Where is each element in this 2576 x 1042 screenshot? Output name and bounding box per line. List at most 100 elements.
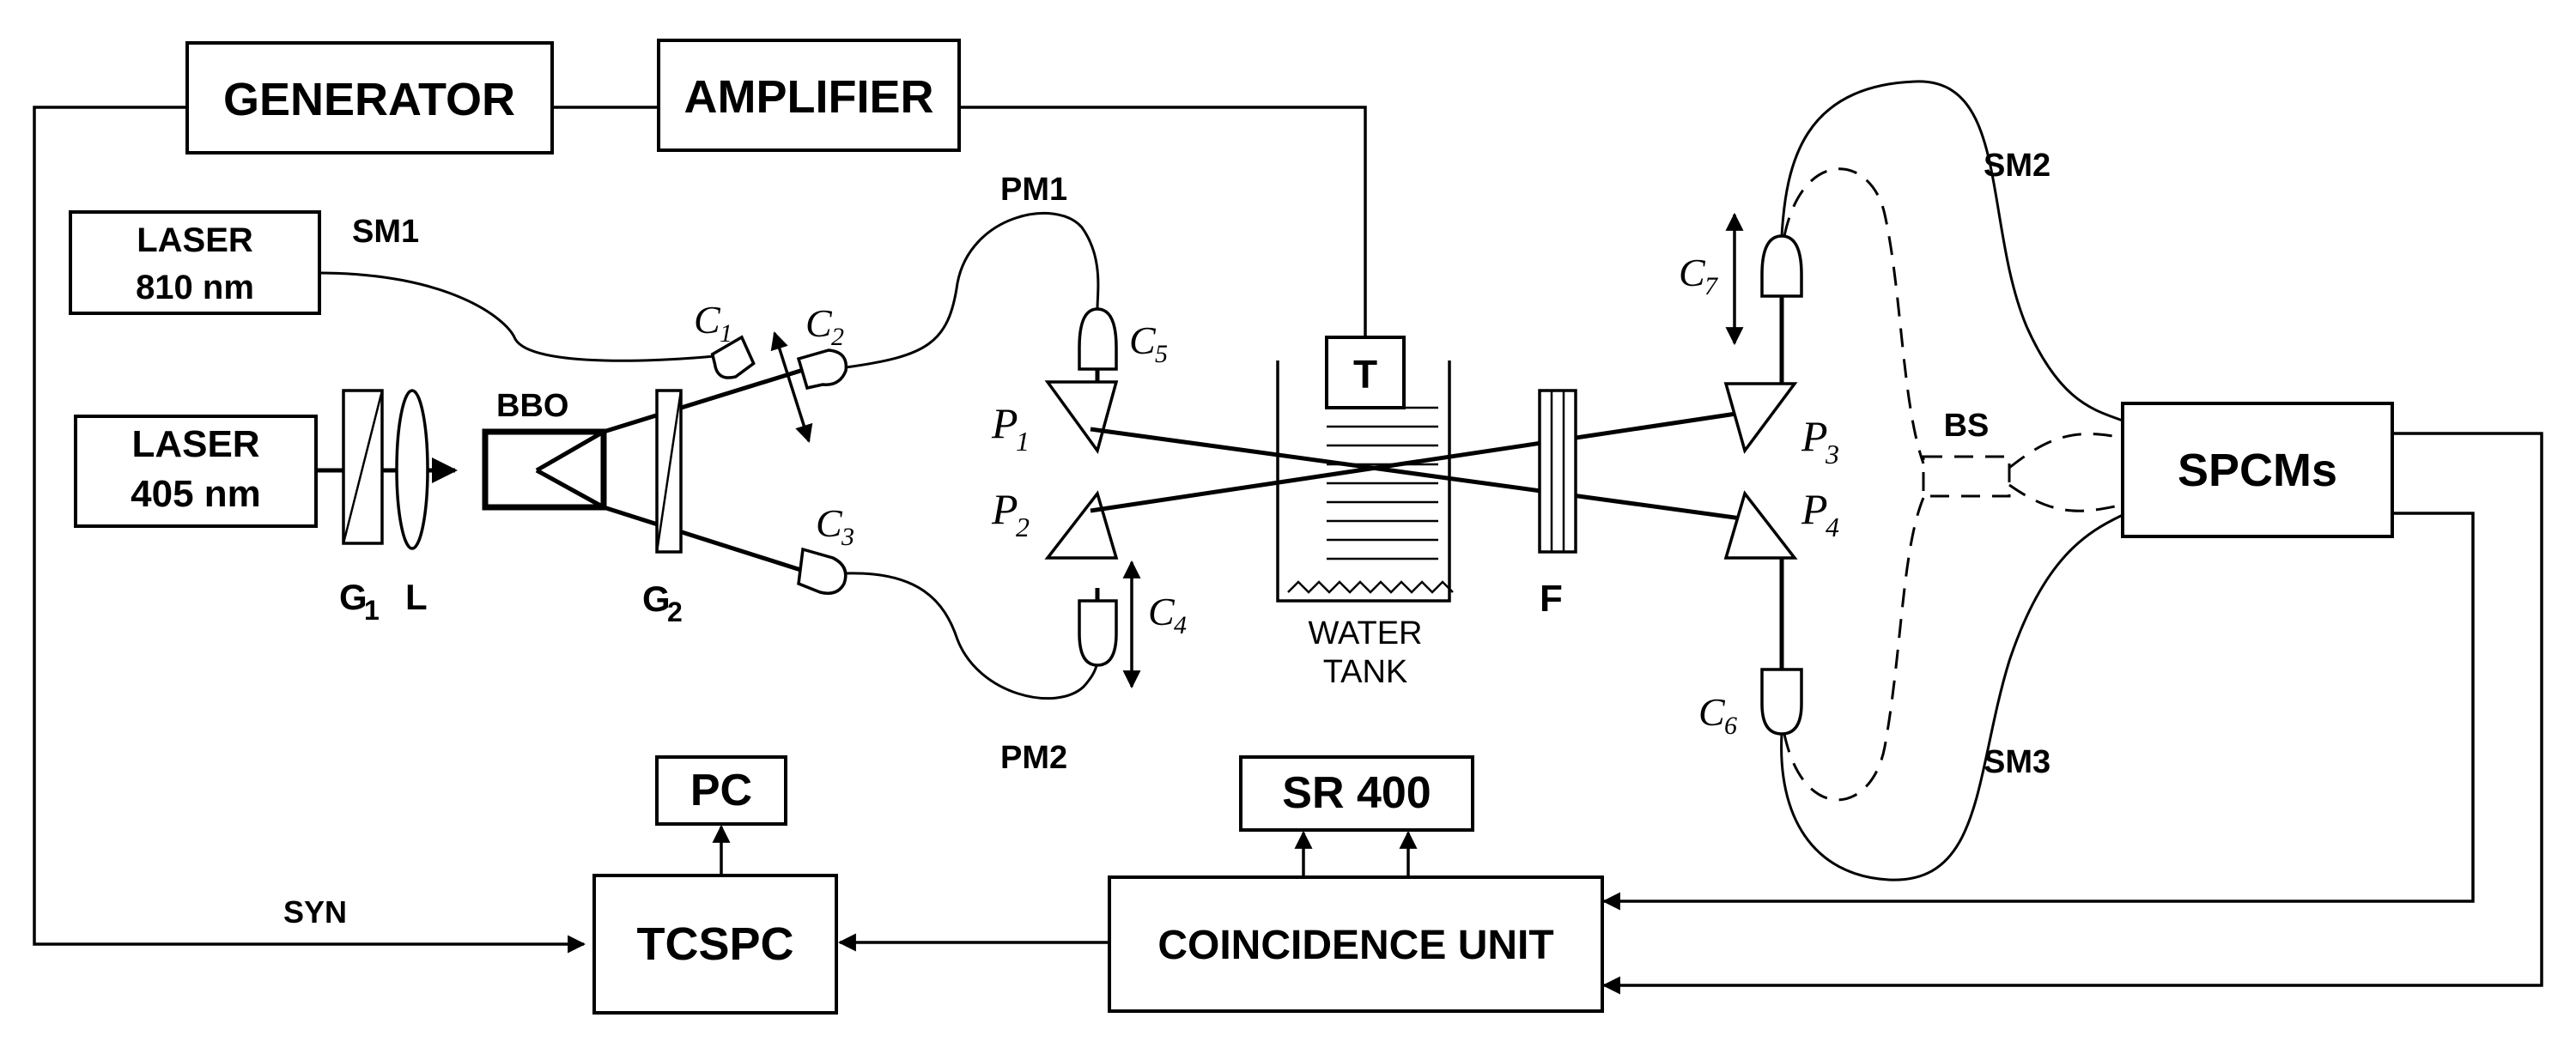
bbo-crystal <box>482 428 607 511</box>
prism-p4 <box>1723 490 1798 560</box>
laser-405-block: LASER 405 nm <box>74 415 318 528</box>
coincidence-unit-label: COINCIDENCE UNIT <box>1157 923 1553 968</box>
spcms-label: SPCMs <box>2178 445 2337 496</box>
tcspc-label: TCSPC <box>636 918 793 970</box>
sm3-fiber <box>1780 513 2123 881</box>
thermometer-box <box>1325 336 1406 409</box>
coincidence-unit-block: COINCIDENCE UNIT <box>1108 875 1604 1013</box>
spcms-coincidence-wire-1 <box>1601 432 2543 995</box>
coupler-c1 <box>710 335 756 379</box>
spcms-block: SPCMs <box>2121 402 2394 538</box>
c7-sub: 7 <box>1704 272 1719 300</box>
bs-label: BS <box>1944 408 1990 444</box>
g1-sub: 1 <box>364 595 380 626</box>
tank-walls <box>1276 360 1451 603</box>
pm1-fiber <box>845 211 1100 369</box>
thermometer-label: T <box>1353 352 1377 397</box>
laser-810-box <box>69 210 321 315</box>
p4-sub: 4 <box>1826 512 1839 542</box>
c1-shape <box>710 335 756 379</box>
water-tank: T WATER TANK <box>1276 336 1454 690</box>
g1-label: G <box>339 577 368 617</box>
laser-405-box <box>74 415 318 528</box>
syn-label: SYN <box>283 894 347 930</box>
g2-sub: 2 <box>667 597 683 627</box>
coupler-c4 <box>1078 599 1118 667</box>
c1-sub: 1 <box>720 319 732 348</box>
sr400-block: SR 400 <box>1239 755 1474 832</box>
g2-diagonal <box>655 390 683 553</box>
p1-sub: 1 <box>1016 426 1030 457</box>
f-label: F <box>1540 578 1563 620</box>
c2-label: C <box>805 301 833 345</box>
pm2-fiber <box>843 572 1099 700</box>
tcspc-block: TCSPC <box>592 874 838 1015</box>
beam-splitter-box <box>1922 455 2011 498</box>
tank-heater <box>1287 580 1454 594</box>
p4-label: P <box>1801 485 1828 533</box>
sm1-fiber <box>319 271 715 362</box>
filter-f <box>1538 389 1577 554</box>
coupler-c2 <box>796 348 848 391</box>
sm2-label: SM2 <box>1984 148 2050 184</box>
c3-label: C <box>816 501 843 545</box>
c5-sub: 5 <box>1155 340 1168 368</box>
c4-label: C <box>1148 590 1176 633</box>
generator-box <box>185 41 554 154</box>
c7-label: C <box>1679 251 1706 294</box>
c1-label: C <box>694 298 721 342</box>
sr400-label: SR 400 <box>1282 768 1431 818</box>
dashed-fiber-c7 <box>1783 167 1925 464</box>
syn-line <box>33 106 586 954</box>
prism-p3 <box>1723 382 1798 454</box>
sr400-box <box>1239 755 1474 832</box>
p3-sub: 3 <box>1825 439 1839 470</box>
laser-810-label-2: 810 nm <box>136 269 254 306</box>
c1c2-adjust-arrow <box>770 330 813 444</box>
pc-label: PC <box>690 766 752 815</box>
g1-polarizer <box>342 389 384 545</box>
prism-p2 <box>1044 490 1119 560</box>
l-label: L <box>405 577 428 617</box>
c4-sub: 4 <box>1174 611 1187 639</box>
sm1-label: SM1 <box>352 214 419 250</box>
p3-label: P <box>1801 412 1828 460</box>
c6-sub: 6 <box>1724 712 1737 740</box>
laser-810-block: LASER 810 nm <box>69 210 321 315</box>
amplifier-block: AMPLIFIER <box>657 39 961 152</box>
dashed-bs-out-2 <box>2008 483 2123 512</box>
laser-405-label-2: 405 nm <box>131 473 261 515</box>
beam-p2-p3 <box>1090 409 1748 513</box>
signal-beam <box>603 365 812 434</box>
idler-beam <box>603 505 812 576</box>
c6-label: C <box>1698 690 1726 734</box>
filter-body <box>1538 389 1577 554</box>
amplifier-box <box>657 39 961 152</box>
sm2-fiber <box>1780 80 2123 422</box>
lens-l <box>395 389 429 550</box>
p2-sub: 2 <box>1016 512 1030 542</box>
dashed-fiber-c6 <box>1783 497 1925 802</box>
laser-405-label-1: LASER <box>131 423 259 465</box>
amplifier-tank-wire <box>960 106 1367 337</box>
g2-label: G <box>642 579 671 619</box>
bbo-cone <box>535 429 605 510</box>
bbo-label: BBO <box>496 388 568 424</box>
c3-sub: 3 <box>841 523 854 551</box>
electrical-wiring <box>33 106 2543 995</box>
coupler-c5 <box>1078 307 1118 371</box>
g2-polarizer <box>655 389 683 554</box>
sm3-label: SM3 <box>1984 744 2050 780</box>
g1-diagonal <box>342 390 384 544</box>
generator-block: GENERATOR <box>185 41 554 154</box>
prism-p1 <box>1044 380 1119 454</box>
c2-sub: 2 <box>831 323 844 351</box>
c2-shape <box>796 348 848 391</box>
amplifier-label: AMPLIFIER <box>684 71 934 123</box>
tank-water-lines <box>1327 406 1438 560</box>
coupler-c6 <box>1760 668 1803 736</box>
pm1-label: PM1 <box>1000 172 1067 208</box>
c5-label: C <box>1129 318 1157 362</box>
p2-label: P <box>991 485 1018 533</box>
